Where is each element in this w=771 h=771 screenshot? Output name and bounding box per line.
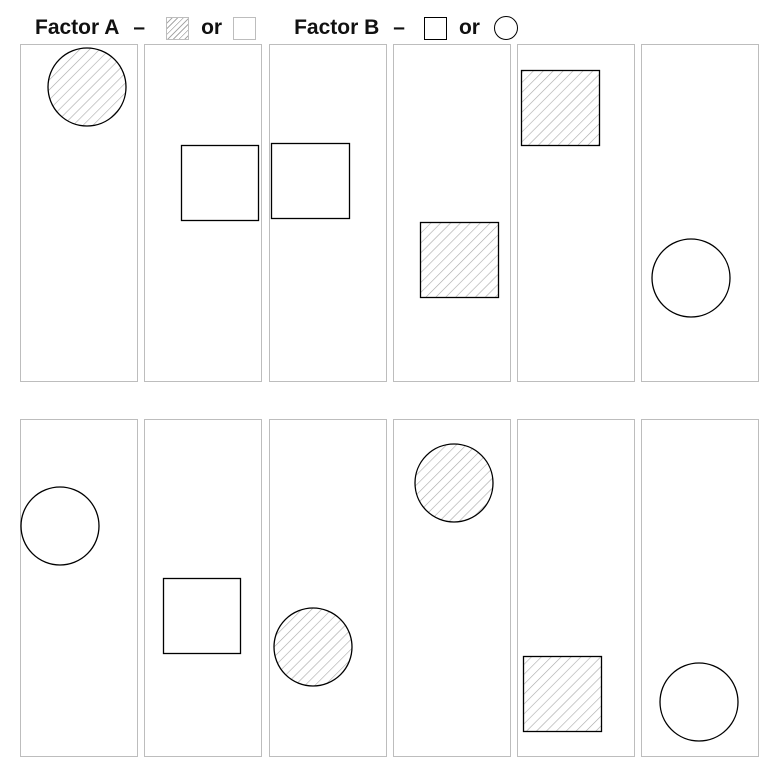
factor-b-dash: – [393, 16, 405, 39]
factor-b-or: or [458, 16, 480, 39]
factor-a-label: Factor A [35, 16, 120, 39]
factor-b-label: Factor B [294, 16, 380, 39]
hatched-swatch [166, 16, 190, 40]
hatched-circle-r2-c4 [414, 443, 494, 523]
factor-a-dash: – [133, 16, 146, 39]
plain-square-r1-c2 [180, 144, 260, 222]
panel-r2-c1 [20, 419, 138, 757]
hatched-circle-r2-c3 [273, 607, 353, 687]
legend: Factor A – or Factor B – or [35, 14, 518, 42]
plain-square-r1-c3 [270, 142, 351, 220]
circle-swatch [493, 16, 518, 40]
hatched-square-r1-c5 [520, 69, 601, 147]
factor-a-or: or [201, 16, 223, 39]
plain-circle-r2-c6 [659, 662, 739, 742]
panel-r1-c6 [641, 44, 759, 382]
hatched-circle-r1-c1 [47, 47, 127, 127]
plain-circle-r1-c6 [651, 238, 731, 318]
panel-r1-c4 [393, 44, 511, 382]
panel-r2-c3 [269, 419, 387, 757]
plain-swatch [233, 16, 257, 40]
square-swatch [423, 16, 447, 40]
hatched-square-r2-c5 [522, 655, 603, 733]
plain-square-r2-c2 [162, 577, 242, 655]
plain-circle-r2-c1 [20, 486, 100, 566]
hatched-square-r1-c4 [419, 221, 500, 299]
